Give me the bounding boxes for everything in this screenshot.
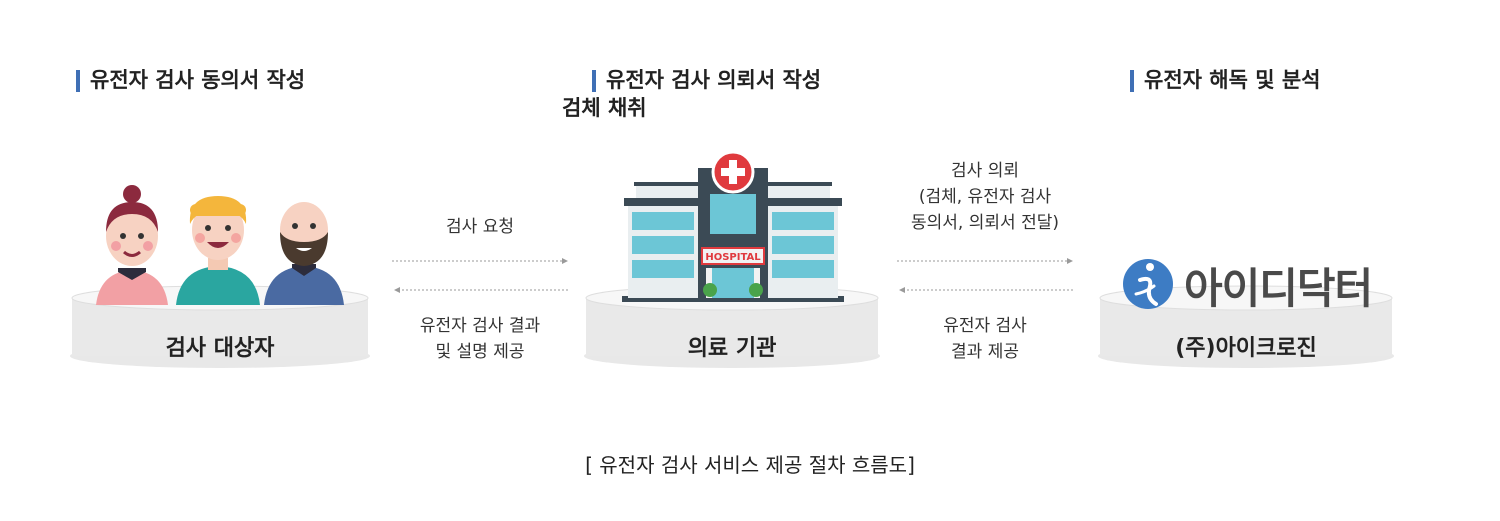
flow-label-analysis-results-line1: 유전자 검사 <box>943 316 1027 336</box>
stage-title-request: 유전자 검사 의뢰서 작성 검체 채취 <box>562 66 882 122</box>
flow-arrows-right <box>897 258 1073 293</box>
flow-arrows-left <box>392 258 568 293</box>
diagram-caption: [ 유전자 검사 서비스 제공 절차 흐름도] <box>585 453 915 477</box>
flow-label-referral-line3: 동의서, 의뢰서 전달) <box>911 213 1059 233</box>
company-pedestal <box>1098 259 1394 368</box>
hospital-sign: HOSPITAL <box>705 252 761 263</box>
flow-label-request-text: 검사 요청 <box>446 217 514 237</box>
stage-title-request-line1: 유전자 검사 의뢰서 작성 <box>606 68 822 92</box>
bearded-man-figure <box>264 202 344 305</box>
stage-title-request-line2: 검체 채취 <box>562 96 647 120</box>
arrow-right <box>392 258 568 264</box>
stage-title-consent-text: 유전자 검사 동의서 작성 <box>90 68 306 92</box>
arrow-left <box>394 287 568 293</box>
flow-label-results: 유전자 검사 결과 및 설명 제공 <box>395 313 565 365</box>
red-cross-icon <box>711 150 755 194</box>
title-accent-bar <box>76 70 80 92</box>
flow-label-analysis-results: 유전자 검사 결과 제공 <box>900 313 1070 365</box>
pedestal-label-hospital: 의료 기관 <box>687 336 777 361</box>
idoctor-logo-icon <box>1123 259 1173 309</box>
hospital-building <box>622 168 844 302</box>
woman-figure <box>96 185 168 305</box>
flow-label-results-line2: 및 설명 제공 <box>435 342 525 362</box>
title-accent-bar <box>592 70 596 92</box>
flow-label-results-line1: 유전자 검사 결과 <box>419 316 541 336</box>
pedestal-label-patients: 검사 대상자 <box>165 336 275 361</box>
flow-label-referral: 검사 의뢰 (검체, 유전자 검사 동의서, 의뢰서 전달) <box>880 158 1090 236</box>
flow-label-referral-line2: (검체, 유전자 검사 <box>918 187 1052 207</box>
flow-label-referral-line1: 검사 의뢰 <box>951 161 1019 181</box>
pedestal-label-company: (주)아이크로진 <box>1175 336 1317 361</box>
flow-label-request: 검사 요청 <box>400 214 560 240</box>
title-accent-bar <box>1130 70 1134 92</box>
company-logo-text: 아이디닥터 <box>1184 264 1373 313</box>
hospital-illustration: HOSPITAL <box>584 150 880 368</box>
stage-title-consent: 유전자 검사 동의서 작성 <box>76 66 305 94</box>
stage-title-analysis-text: 유전자 해독 및 분석 <box>1144 68 1321 92</box>
pedestal-top <box>1099 285 1393 311</box>
patients-illustration <box>70 185 370 368</box>
flow-label-analysis-results-line2: 결과 제공 <box>951 342 1019 362</box>
stage-title-analysis: 유전자 해독 및 분석 <box>1130 66 1321 94</box>
arrow-left <box>899 287 1073 293</box>
arrow-right <box>897 258 1073 264</box>
man-yellow-hair-figure <box>176 196 260 305</box>
